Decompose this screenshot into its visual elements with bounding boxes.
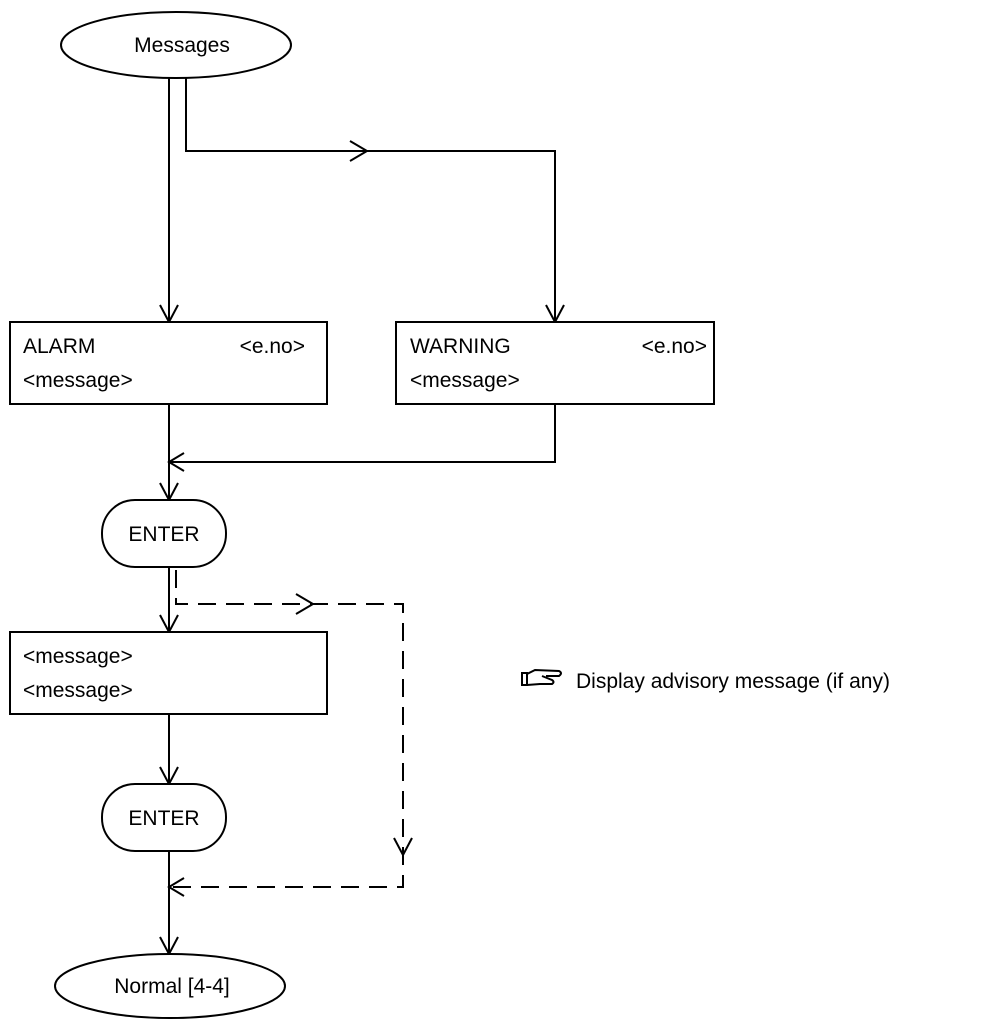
advisory-note-text: Display advisory message (if any) xyxy=(576,670,890,693)
arrowhead xyxy=(349,140,369,162)
enter-key-2: ENTER xyxy=(101,783,227,852)
pointing-hand-icon xyxy=(521,668,562,686)
warning-code: <e.no> xyxy=(642,335,707,358)
advisory-message-box: <message> <message> xyxy=(9,631,328,715)
warning-title: WARNING xyxy=(410,335,511,358)
warning-message: <message> xyxy=(410,369,520,392)
arrowhead xyxy=(167,452,185,472)
end-label: Normal [4-4] xyxy=(114,975,230,998)
arrowhead xyxy=(393,837,413,858)
alarm-box: ALARM <e.no> <message> xyxy=(9,321,328,405)
advisory-line-1: <message> xyxy=(23,645,133,668)
end-node: Normal [4-4] xyxy=(54,953,286,1019)
alarm-code: <e.no> xyxy=(240,335,305,358)
start-node: Messages xyxy=(60,11,292,79)
alarm-message: <message> xyxy=(23,369,133,392)
start-label: Messages xyxy=(134,34,230,57)
connector-start-alarm xyxy=(159,78,179,325)
advisory-line-2: <message> xyxy=(23,679,133,702)
connector-alarm-enter xyxy=(159,404,179,503)
arrowhead xyxy=(295,593,315,615)
connector-warning-merge xyxy=(167,404,556,472)
connector-enter2-normal xyxy=(159,851,179,957)
alarm-title: ALARM xyxy=(23,335,95,358)
enter-key-2-label: ENTER xyxy=(128,807,199,830)
connector-advisory-enter2 xyxy=(159,714,179,787)
enter-key-1: ENTER xyxy=(101,499,227,568)
enter-key-1-label: ENTER xyxy=(128,523,199,546)
advisory-note: Display advisory message (if any) xyxy=(521,668,890,693)
warning-box: WARNING <e.no> <message> xyxy=(395,321,715,405)
connector-start-warning xyxy=(185,78,565,325)
